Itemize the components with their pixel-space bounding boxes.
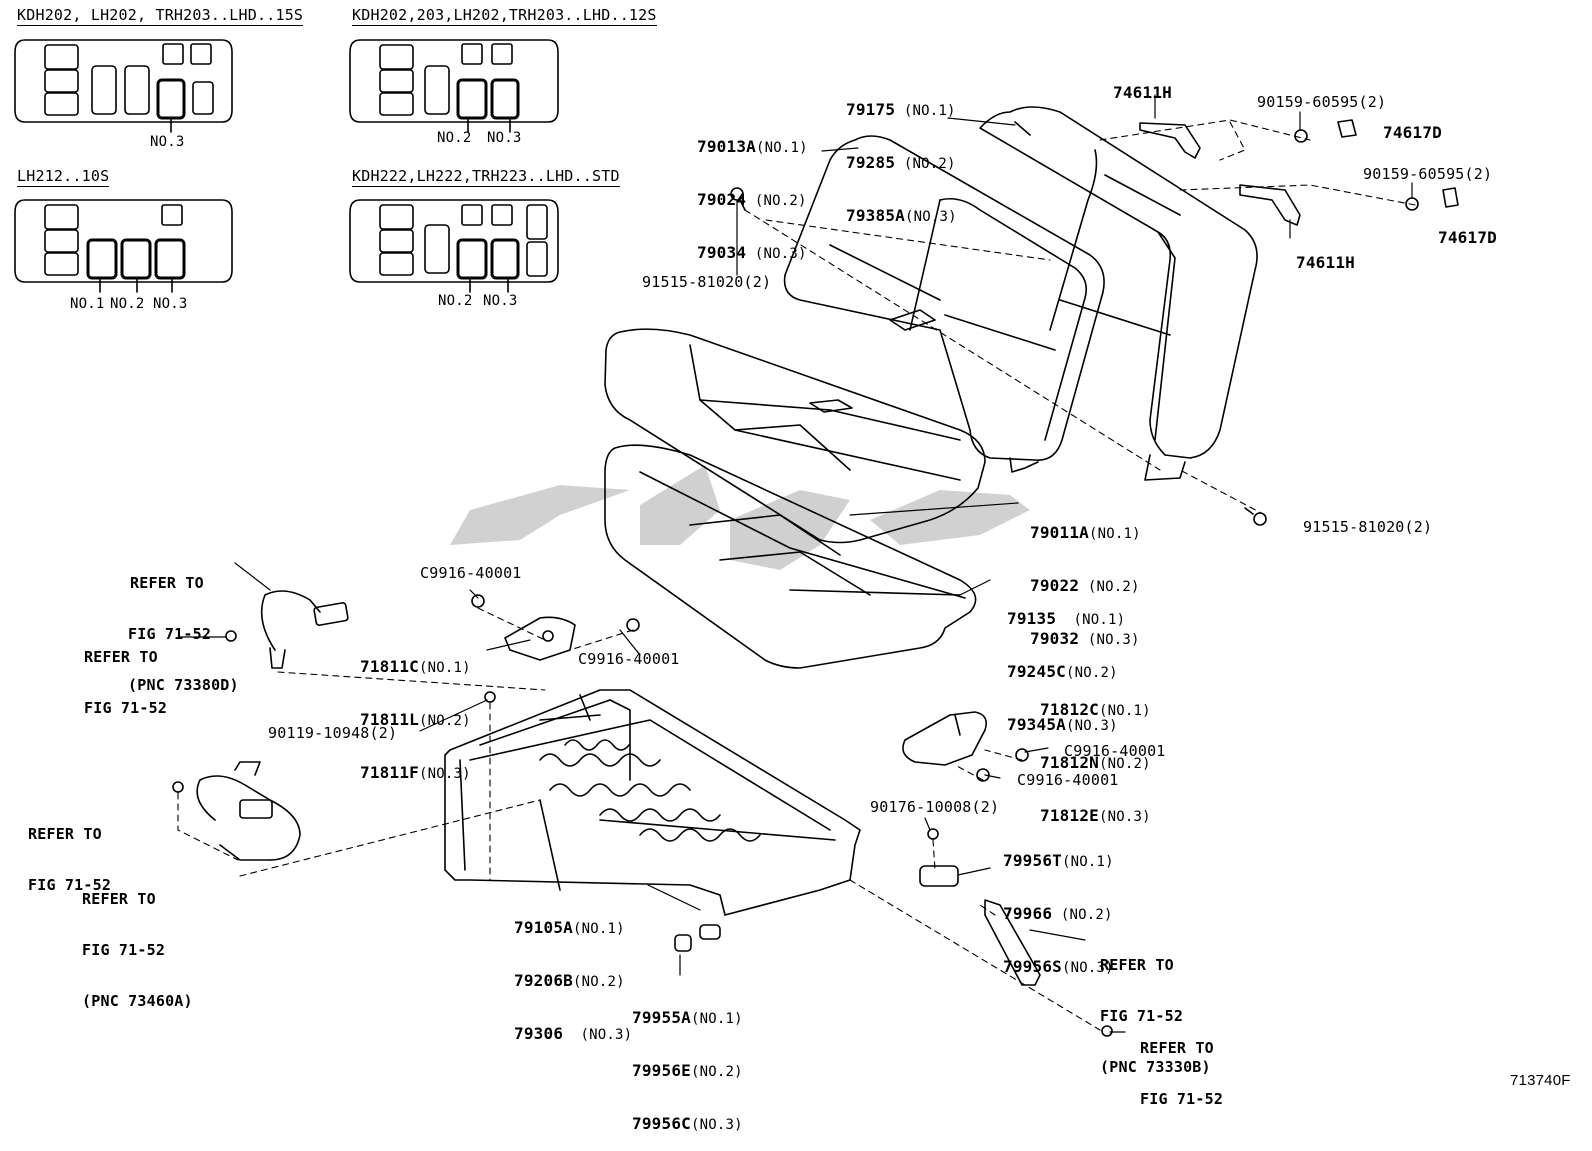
part-group-cap: 79955A(NO.1) 79956E(NO.2) 79956C(NO.3)	[632, 975, 743, 1151]
part-group-seatback-rear: 79175 (NO.1) 79285 (NO.2) 79385A(NO.3)	[846, 67, 957, 243]
part-79956e[interactable]: 79956E(NO.2)	[632, 1061, 743, 1080]
part-79175[interactable]: 79175 (NO.1)	[846, 100, 956, 119]
seat-belt-outer	[984, 899, 1041, 986]
part-90119[interactable]: 90119-10948(2)	[268, 724, 398, 742]
part-79385a[interactable]: 79385A(NO.3)	[846, 206, 957, 225]
part-71811c[interactable]: 71811C(NO.1)	[360, 657, 471, 676]
part-79345a[interactable]: 79345A(NO.3)	[1007, 715, 1118, 734]
part-79022[interactable]: 79022 (NO.2)	[1030, 576, 1140, 595]
part-79034[interactable]: 79034 (NO.3)	[697, 243, 807, 262]
handle-74611h-lower	[1239, 184, 1301, 226]
part-group-hinge-left: 71811C(NO.1) 71811L(NO.2) 71811F(NO.3)	[360, 624, 471, 800]
part-79024[interactable]: 79024 (NO.2)	[697, 190, 807, 209]
part-79245c[interactable]: 79245C(NO.2)	[1007, 662, 1118, 681]
layout-diagram-12s	[349, 39, 559, 133]
seat-belt-buckle-upper	[260, 590, 349, 669]
figure-id: 713740F	[1510, 1072, 1571, 1089]
seatback-assembly-front	[783, 135, 1105, 473]
variant-12s-label-no2: NO.2	[437, 130, 472, 146]
part-71812n[interactable]: 71812N(NO.2)	[1040, 753, 1151, 772]
variant-header-10s: LH212..10S	[17, 167, 110, 187]
seat-cushion	[604, 328, 986, 544]
part-79032[interactable]: 79032 (NO.3)	[1030, 629, 1140, 648]
part-74617d-lower[interactable]: 74617D	[1438, 228, 1497, 247]
part-79135[interactable]: 79135 (NO.1)	[1007, 609, 1126, 628]
refer-to-73380d[interactable]: REFER TO FIG 71-52 (PNC 73380D)	[128, 574, 239, 694]
variant-std-label-no3: NO.3	[483, 293, 518, 309]
part-c9916-d[interactable]: C9916-40001	[1017, 771, 1119, 789]
leader-lines	[179, 94, 1413, 1033]
variant-10s-label-no3: NO.3	[153, 296, 188, 312]
watermark	[450, 465, 1030, 570]
seat-belt-buckle-lower	[196, 761, 301, 861]
part-71812c[interactable]: 71812C(NO.1)	[1040, 700, 1151, 719]
part-74617d-upper[interactable]: 74617D	[1383, 123, 1442, 142]
part-79285[interactable]: 79285 (NO.2)	[846, 153, 956, 172]
part-79306[interactable]: 79306 (NO.3)	[514, 1024, 633, 1043]
variant-10s-label-no1: NO.1	[70, 296, 105, 312]
part-c9916-a[interactable]: C9916-40001	[420, 564, 522, 582]
part-group-frame: 79105A(NO.1) 79206B(NO.2) 79306 (NO.3)	[514, 885, 632, 1061]
seatback-assembly-rear	[979, 106, 1258, 481]
seat-cushion-pad	[604, 444, 977, 669]
part-group-seatback-front: 79013A(NO.1) 79024 (NO.2) 79034 (NO.3)	[697, 104, 808, 280]
part-group-bracket: 79956T(NO.1) 79966 (NO.2) 79956S(NO.3)	[1003, 818, 1114, 994]
variant-std-label-no2: NO.2	[438, 293, 473, 309]
part-79105a[interactable]: 79105A(NO.1)	[514, 918, 625, 937]
part-71811l[interactable]: 71811L(NO.2)	[360, 710, 471, 729]
part-79956t[interactable]: 79956T(NO.1)	[1003, 851, 1114, 870]
layout-diagram-15s	[14, 39, 233, 133]
part-90176[interactable]: 90176-10008(2)	[870, 798, 1000, 816]
part-79966[interactable]: 79966 (NO.2)	[1003, 904, 1113, 923]
seat-frame	[444, 689, 861, 916]
part-c9916-c[interactable]: C9916-40001	[1064, 742, 1166, 760]
part-79955a[interactable]: 79955A(NO.1)	[632, 1008, 743, 1027]
part-91515-left[interactable]: 91515-81020(2)	[642, 273, 772, 291]
part-group-cushion-pad: 79135 (NO.1) 79245C(NO.2) 79345A(NO.3)	[1007, 576, 1125, 752]
variant-header-std: KDH222,LH222,TRH223..LHD..STD	[352, 167, 620, 187]
part-91515-right[interactable]: 91515-81020(2)	[1303, 518, 1433, 536]
part-group-cushion: 79011A(NO.1) 79022 (NO.2) 79032 (NO.3)	[1030, 490, 1141, 666]
variant-header-15s: KDH202, LH202, TRH203..LHD..15S	[17, 6, 304, 26]
part-79011a[interactable]: 79011A(NO.1)	[1030, 523, 1141, 542]
part-90159-lower[interactable]: 90159-60595(2)	[1363, 165, 1493, 183]
layout-diagram-std	[349, 199, 559, 293]
hinge-cover-right	[902, 711, 988, 766]
part-74611h-upper[interactable]: 74611H	[1113, 83, 1172, 102]
refer-to-73330b[interactable]: REFER TO FIG 71-52 (PNC 73330B)	[1100, 956, 1211, 1076]
handle-74611h-upper	[1139, 122, 1201, 159]
hinge-cover-left	[504, 616, 576, 661]
clip-74617d	[1337, 119, 1459, 208]
refer-to-fig-a[interactable]: REFER TO FIG 71-52	[84, 648, 168, 717]
part-71811f[interactable]: 71811F(NO.3)	[360, 763, 471, 782]
refer-to-73460a[interactable]: REFER TO FIG 71-52 (PNC 73460A)	[82, 890, 193, 1010]
refer-to-fig-b[interactable]: REFER TO FIG 71-52	[28, 825, 112, 894]
part-79956s[interactable]: 79956S(NO.3)	[1003, 957, 1114, 976]
part-c9916-b[interactable]: C9916-40001	[578, 650, 680, 668]
part-79956c[interactable]: 79956C(NO.3)	[632, 1114, 743, 1133]
part-79013a[interactable]: 79013A(NO.1)	[697, 137, 808, 156]
variant-header-12s: KDH202,203,LH202,TRH203..LHD..12S	[352, 6, 657, 26]
part-74611h-lower[interactable]: 74611H	[1296, 253, 1355, 272]
variant-15s-label-no3: NO.3	[150, 134, 185, 150]
part-79206b[interactable]: 79206B(NO.2)	[514, 971, 625, 990]
part-71812e[interactable]: 71812E(NO.3)	[1040, 806, 1151, 825]
variant-10s-label-no2: NO.2	[110, 296, 145, 312]
seat-parts-diagram	[14, 39, 1459, 1037]
layout-diagram-10s	[14, 199, 233, 293]
part-90159-upper[interactable]: 90159-60595(2)	[1257, 93, 1387, 111]
refer-to-fig-c[interactable]: REFER TO FIG 71-52	[1140, 1039, 1224, 1108]
variant-12s-label-no3: NO.3	[487, 130, 522, 146]
part-group-hinge-right: 71812C(NO.1) 71812N(NO.2) 71812E(NO.3)	[1040, 667, 1151, 843]
